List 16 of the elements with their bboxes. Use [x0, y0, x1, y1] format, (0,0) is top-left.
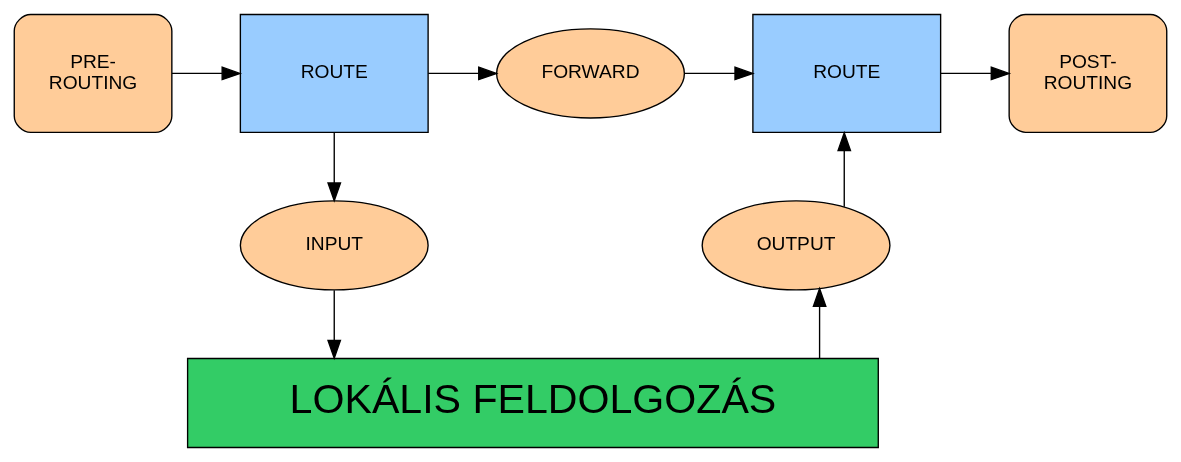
- arrow: [940, 66, 1012, 81]
- arrow: [327, 131, 342, 203]
- node-ellipse: OUTPUT: [701, 200, 891, 291]
- arrow: [327, 289, 342, 361]
- node-box: POST- ROUTING: [1008, 13, 1168, 133]
- arrow: [837, 130, 852, 208]
- node-box: ROUTE: [239, 13, 429, 133]
- arrow: [427, 66, 499, 81]
- arrow: [812, 286, 827, 359]
- node-box: LOKÁLIS FELDOLGOZÁS: [186, 357, 879, 449]
- node-box: ROUTE: [752, 13, 942, 133]
- node-box: PRE- ROUTING: [13, 13, 173, 133]
- arrow: [683, 66, 755, 81]
- node-ellipse: FORWARD: [495, 28, 686, 119]
- arrow: [171, 66, 243, 81]
- node-ellipse: INPUT: [239, 200, 429, 291]
